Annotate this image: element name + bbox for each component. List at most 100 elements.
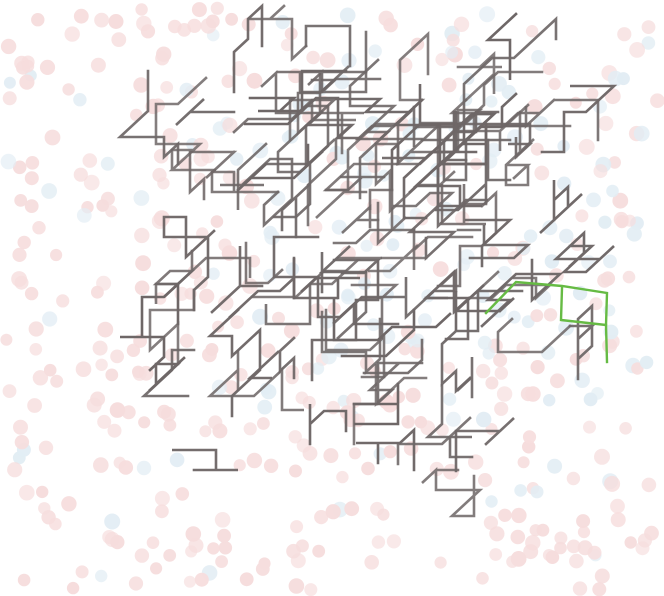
background-dot [105,369,118,382]
background-dot [523,430,536,443]
background-dot [170,453,185,468]
background-dot [195,573,209,587]
background-dot [104,514,120,530]
background-dot [110,350,124,364]
background-dot [77,208,92,223]
background-dot [160,81,173,94]
background-dot [4,77,16,89]
background-dot [147,536,160,549]
background-dot [56,294,69,307]
background-dot [152,213,168,229]
background-dot [484,516,498,530]
background-dot [36,486,48,498]
background-dot [91,58,106,73]
background-dot [3,384,17,398]
background-dot [12,248,26,262]
background-dot [387,238,400,251]
background-dot [634,126,650,142]
background-dot [336,471,348,483]
background-dot [137,461,151,475]
background-dot [476,572,489,585]
background-dot [108,424,122,438]
background-dot [289,578,305,594]
background-dot [306,51,320,65]
background-dot [524,229,537,242]
background-dot [95,359,107,371]
background-dot [135,255,151,271]
background-dot [110,535,124,549]
background-dot [547,459,562,474]
background-dot [511,508,526,523]
background-dot [19,75,34,90]
background-dot [435,557,447,569]
background-dot [217,529,231,543]
background-dot [383,18,398,33]
background-dot [25,171,39,185]
background-dot [25,287,38,300]
background-dot [135,3,147,15]
background-dot [443,393,456,406]
background-dot [167,238,181,252]
background-dot [244,422,257,435]
background-dot [95,570,107,582]
background-dot [493,353,507,367]
background-dot [25,199,39,213]
background-dot [476,364,490,378]
background-dot [606,185,619,198]
background-dot [40,60,55,75]
background-dot [625,536,637,548]
background-dot [312,545,325,558]
background-dot [74,168,88,182]
background-dot [176,487,190,501]
background-dot [135,281,150,296]
background-dot [256,562,270,576]
background-dot [32,221,45,234]
background-dot [446,412,461,427]
background-dot [215,555,228,568]
pipe-segment [488,14,516,80]
background-dot [603,255,617,269]
background-dot [498,509,511,522]
background-dot [257,417,270,430]
background-dot [208,415,222,429]
background-dot [49,518,62,531]
background-dot [230,315,244,329]
background-dot [406,388,421,403]
background-dot [184,576,196,588]
background-dot [202,348,217,363]
background-dot [189,538,204,553]
background-dot [518,456,530,468]
background-dot [629,42,645,58]
background-dot [134,228,149,243]
background-dot [594,449,610,465]
background-dot [76,565,89,578]
background-dot [364,555,379,570]
background-dot [18,236,31,249]
background-dot [141,24,155,38]
background-dot [447,34,460,47]
background-dot [194,151,210,167]
background-dot [531,485,544,498]
background-dot [608,71,624,87]
background-dot [636,541,650,555]
background-dot [476,412,491,427]
background-dot [219,541,232,554]
background-dot [514,484,527,497]
background-dot [312,362,325,375]
background-dot [468,46,481,59]
background-dot [289,465,302,478]
background-dot [511,530,526,545]
background-dot [483,347,495,359]
background-dot [11,271,27,287]
background-dot [559,229,573,243]
background-dot [630,325,643,338]
background-dot [598,216,611,229]
background-dot [308,220,322,234]
background-dot [105,205,117,217]
background-dot [211,2,224,15]
background-dot [619,422,632,435]
background-dot [543,394,555,406]
highlight-segment [606,325,607,362]
background-dot [133,77,149,93]
background-dot [199,425,211,437]
